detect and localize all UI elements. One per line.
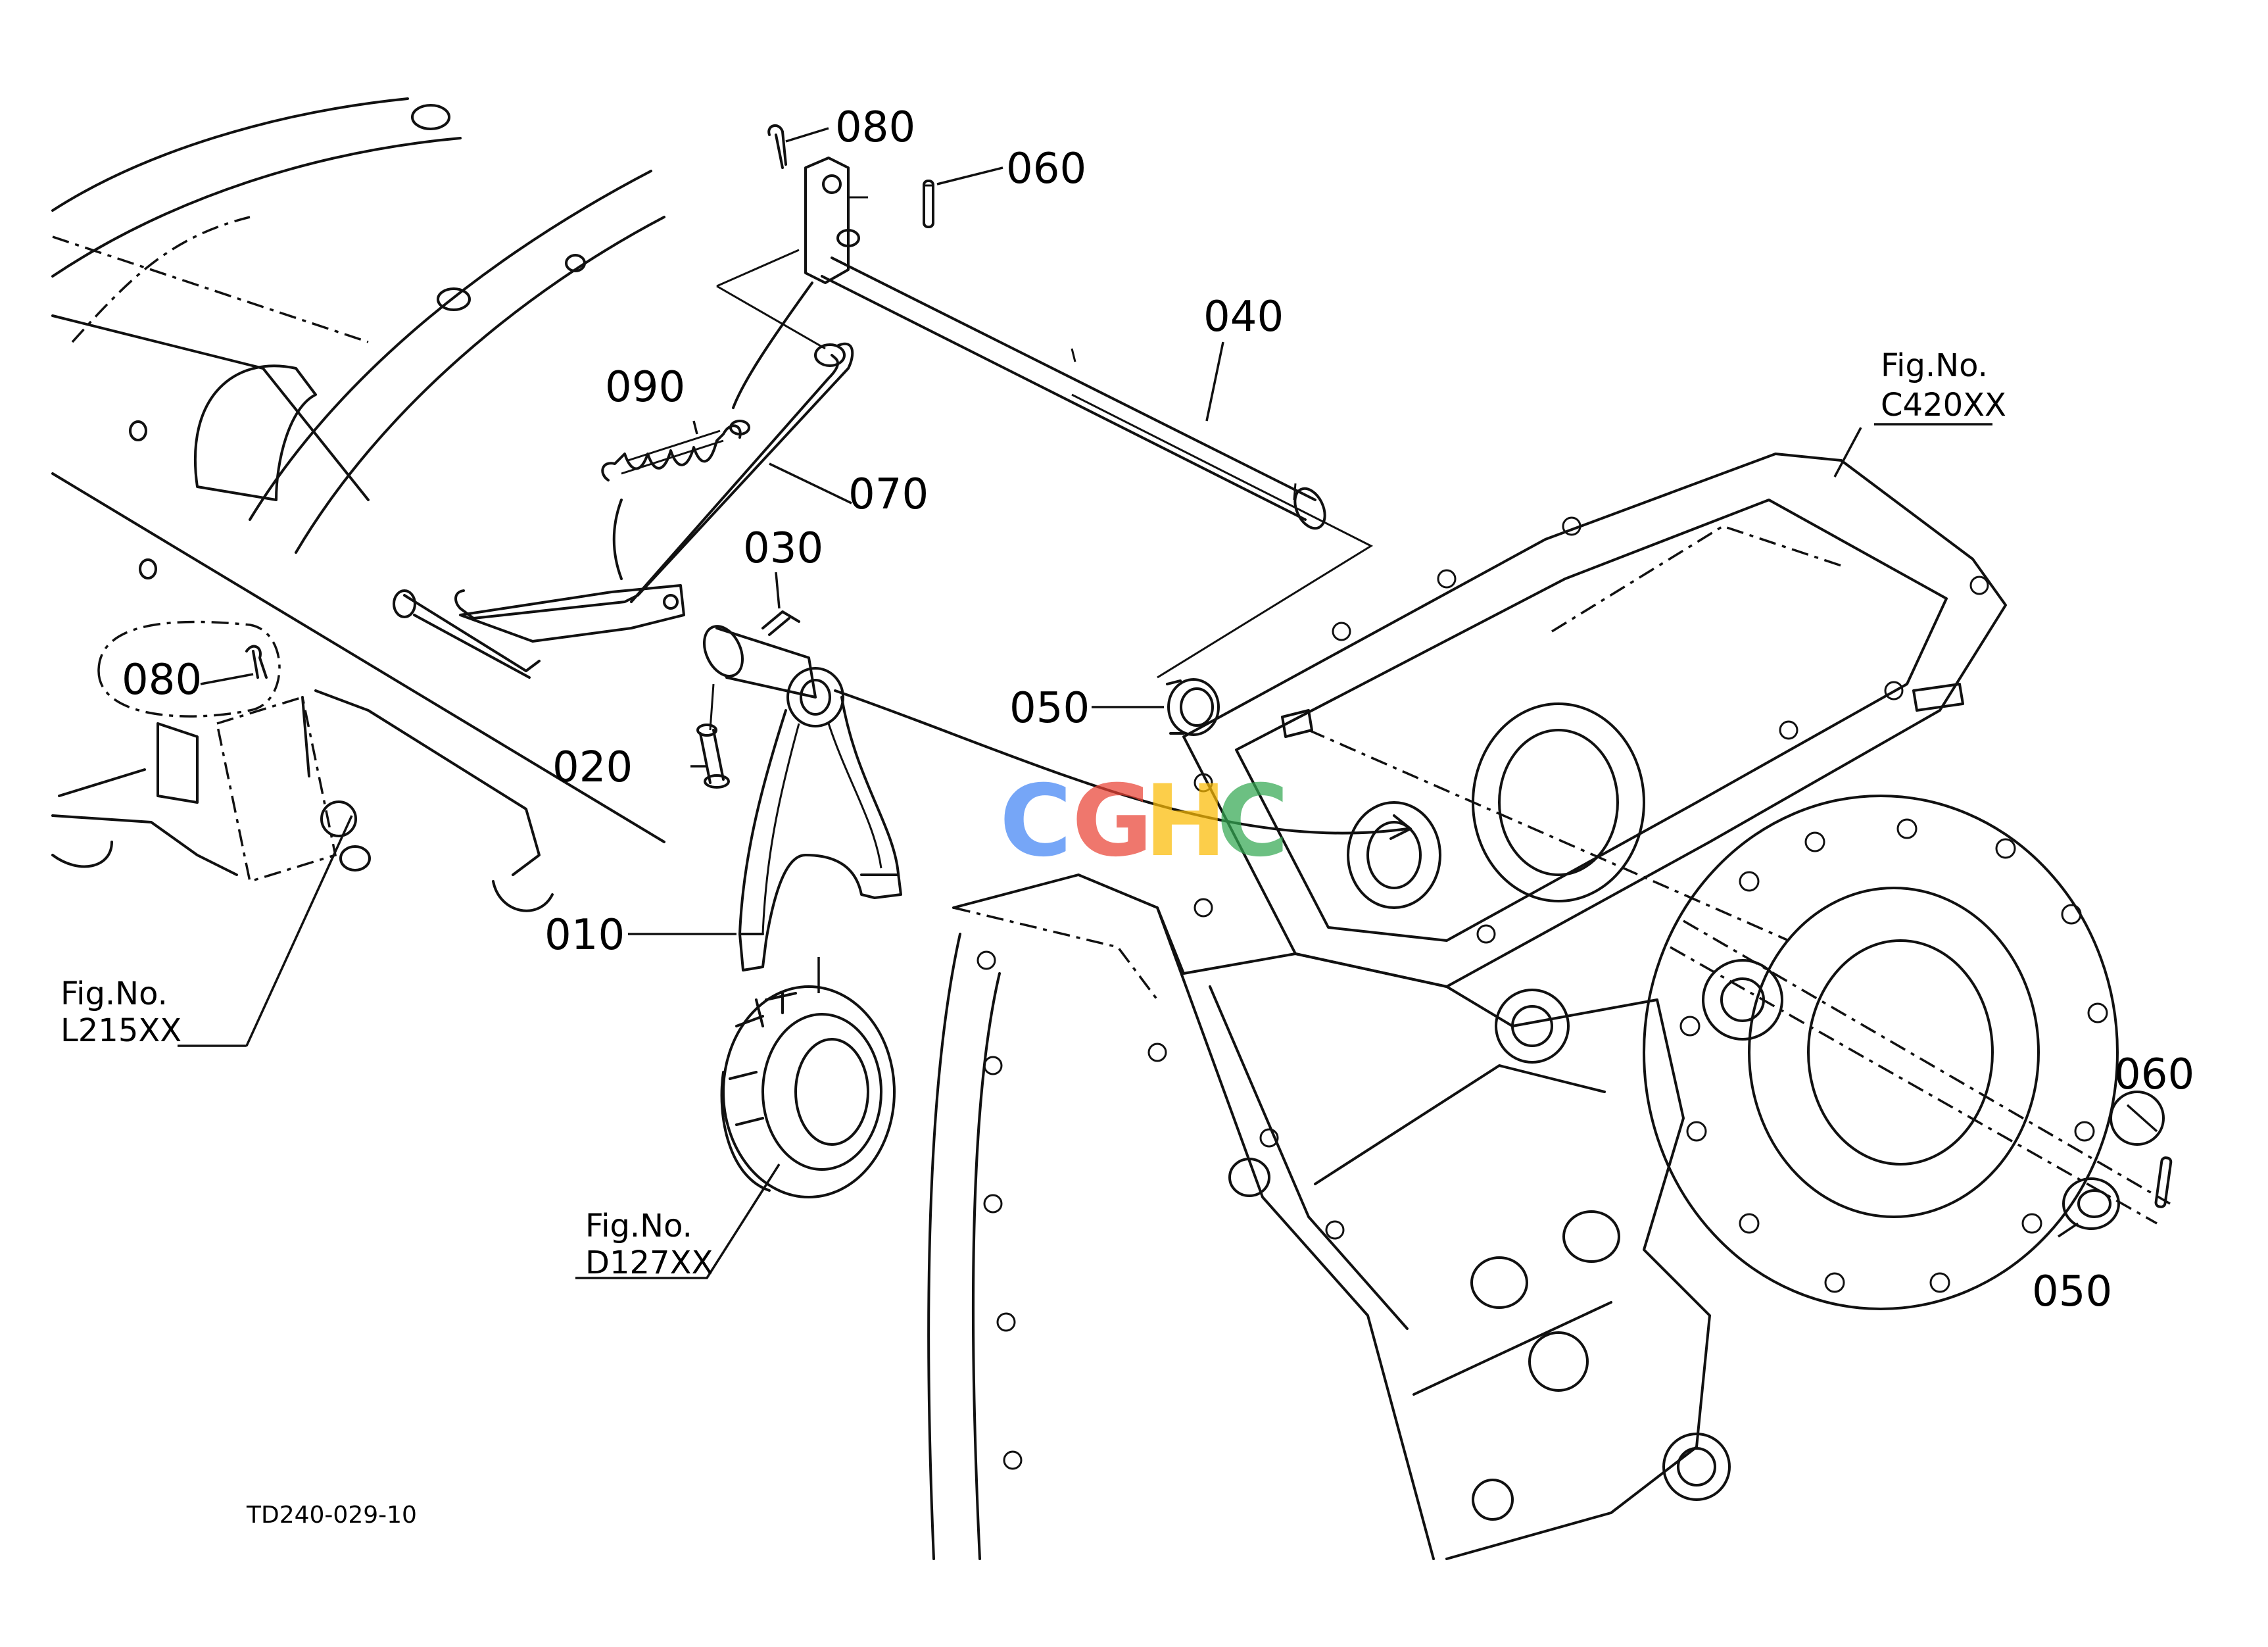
shift-fork-010 — [702, 625, 902, 971]
bearing-050-mid — [1166, 678, 1220, 736]
leader-lines — [178, 127, 2158, 1279]
fig-ref-c420-line2: C420XX — [1881, 387, 2006, 424]
detail-callout-bubble — [97, 620, 281, 718]
assembly-arrow-head — [1389, 814, 1412, 840]
bearing-050-right — [2062, 1177, 2120, 1230]
drawing-code: TD240-029-10 — [246, 1502, 417, 1529]
roll-pin-060-right — [2154, 1156, 2173, 1208]
watermark-logo: C G H C — [1000, 764, 1289, 879]
transmission-case — [927, 453, 2171, 1560]
callout-050-right: 050 — [2032, 1267, 2112, 1316]
rod-assembly-arrow — [732, 282, 813, 409]
fig-ref-l215-line1: Fig.No. — [60, 975, 168, 1012]
ref-box-rod — [716, 249, 1374, 679]
fig-ref-l215-line2: L215XX — [60, 1012, 181, 1049]
clutch-housing — [51, 97, 665, 912]
return-spring-090 — [601, 420, 750, 481]
callout-070: 070 — [848, 470, 929, 519]
watermark-letter-1: C — [1000, 764, 1072, 879]
assembly-arrow — [834, 689, 1409, 835]
release-bearing-assembly — [720, 985, 896, 1198]
watermark-letter-2: G — [1072, 764, 1153, 879]
shifter-rod-040 — [804, 157, 1326, 530]
callout-060-top: 060 — [1006, 145, 1086, 193]
fig-ref-d127-line2: D127XX — [585, 1244, 713, 1281]
snap-pin-080-top — [767, 124, 787, 169]
callout-090: 090 — [605, 363, 685, 412]
callout-050-mid: 050 — [1009, 684, 1090, 733]
snap-pin-detail-left — [245, 645, 268, 679]
spring-pin-030 — [761, 610, 800, 636]
spring-assembly-arrow — [612, 499, 623, 580]
callout-040: 040 — [1203, 293, 1284, 341]
watermark-letter-3: H — [1144, 764, 1227, 879]
fig-ref-c420-line1: Fig.No. — [1881, 347, 1988, 384]
callout-020: 020 — [552, 743, 633, 792]
callout-080-top: 080 — [835, 103, 915, 152]
watermark-letter-4: C — [1217, 764, 1289, 879]
callout-060-right: 060 — [2114, 1050, 2194, 1099]
roll-pin-060-top — [923, 180, 934, 228]
pin-020 — [696, 683, 730, 789]
callout-010: 010 — [544, 911, 625, 960]
callout-030: 030 — [743, 524, 823, 573]
link-rod-070 — [393, 342, 854, 679]
callout-080-left: 080 — [122, 656, 202, 704]
fig-ref-d127-line1: Fig.No. — [585, 1208, 692, 1244]
